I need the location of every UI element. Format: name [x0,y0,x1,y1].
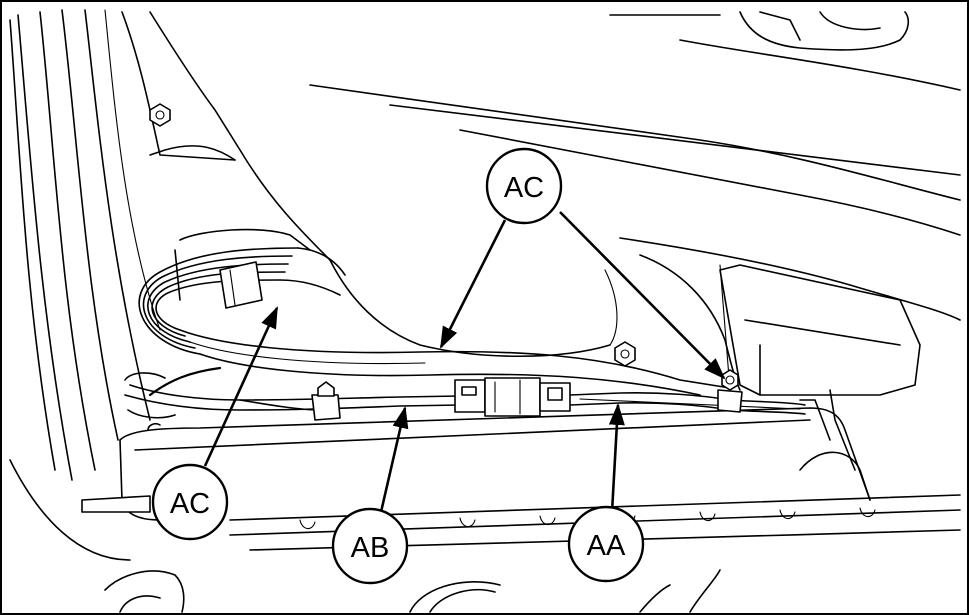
callout-ab: AB [331,507,409,585]
callout-aa: AA [567,505,645,583]
callout-ac-left: AC [151,463,229,541]
mount-screw [614,341,636,367]
callout-ac-top: AC [485,147,563,225]
leader-ac-top-right [559,211,726,380]
leader-ac-top-left [439,219,507,349]
leader-aa [608,403,625,513]
leader-ab [379,406,409,513]
module-housing [604,254,921,396]
upper-shroud [121,11,961,358]
leader-lines [203,211,726,513]
harness-clip-right [717,369,743,413]
callout-label-aa: AA [587,530,626,562]
coiled-harness [138,228,731,396]
harness-clip-left [311,381,341,421]
callout-label-ac-top: AC [504,172,544,204]
callout-label-ab: AB [351,532,390,564]
main-harness-run [124,341,806,421]
leader-ac-left [203,306,279,467]
callout-label-ac-left: AC [170,488,210,520]
lower-components [104,569,721,613]
harness-connector [454,377,571,417]
